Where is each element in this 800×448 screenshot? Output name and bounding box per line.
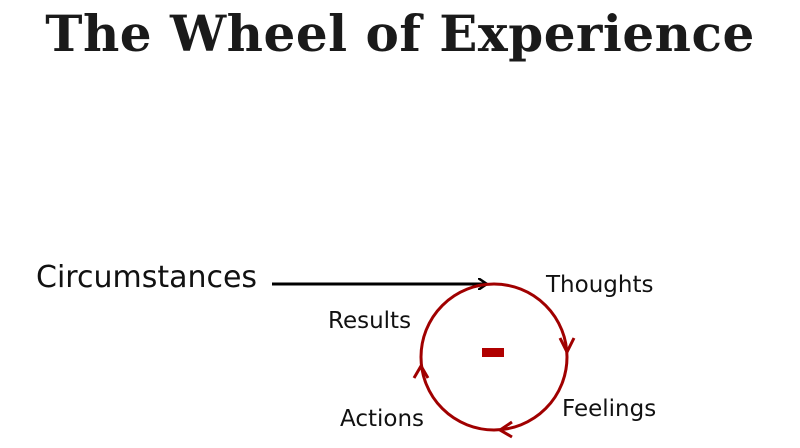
results-label: Results	[328, 308, 412, 334]
actions-label: Actions	[340, 406, 425, 432]
circumstances-label: Circumstances	[36, 260, 258, 295]
minus-sign-icon	[482, 348, 504, 357]
feelings-label: Feelings	[562, 396, 657, 422]
arrow-to-actions	[497, 420, 513, 439]
arrow-to-results	[412, 363, 430, 379]
thoughts-label: Thoughts	[546, 272, 654, 298]
arrow-to-feelings	[558, 337, 576, 356]
page-title: The Wheel of Experience	[45, 4, 755, 63]
cycle-circle	[419, 282, 569, 432]
